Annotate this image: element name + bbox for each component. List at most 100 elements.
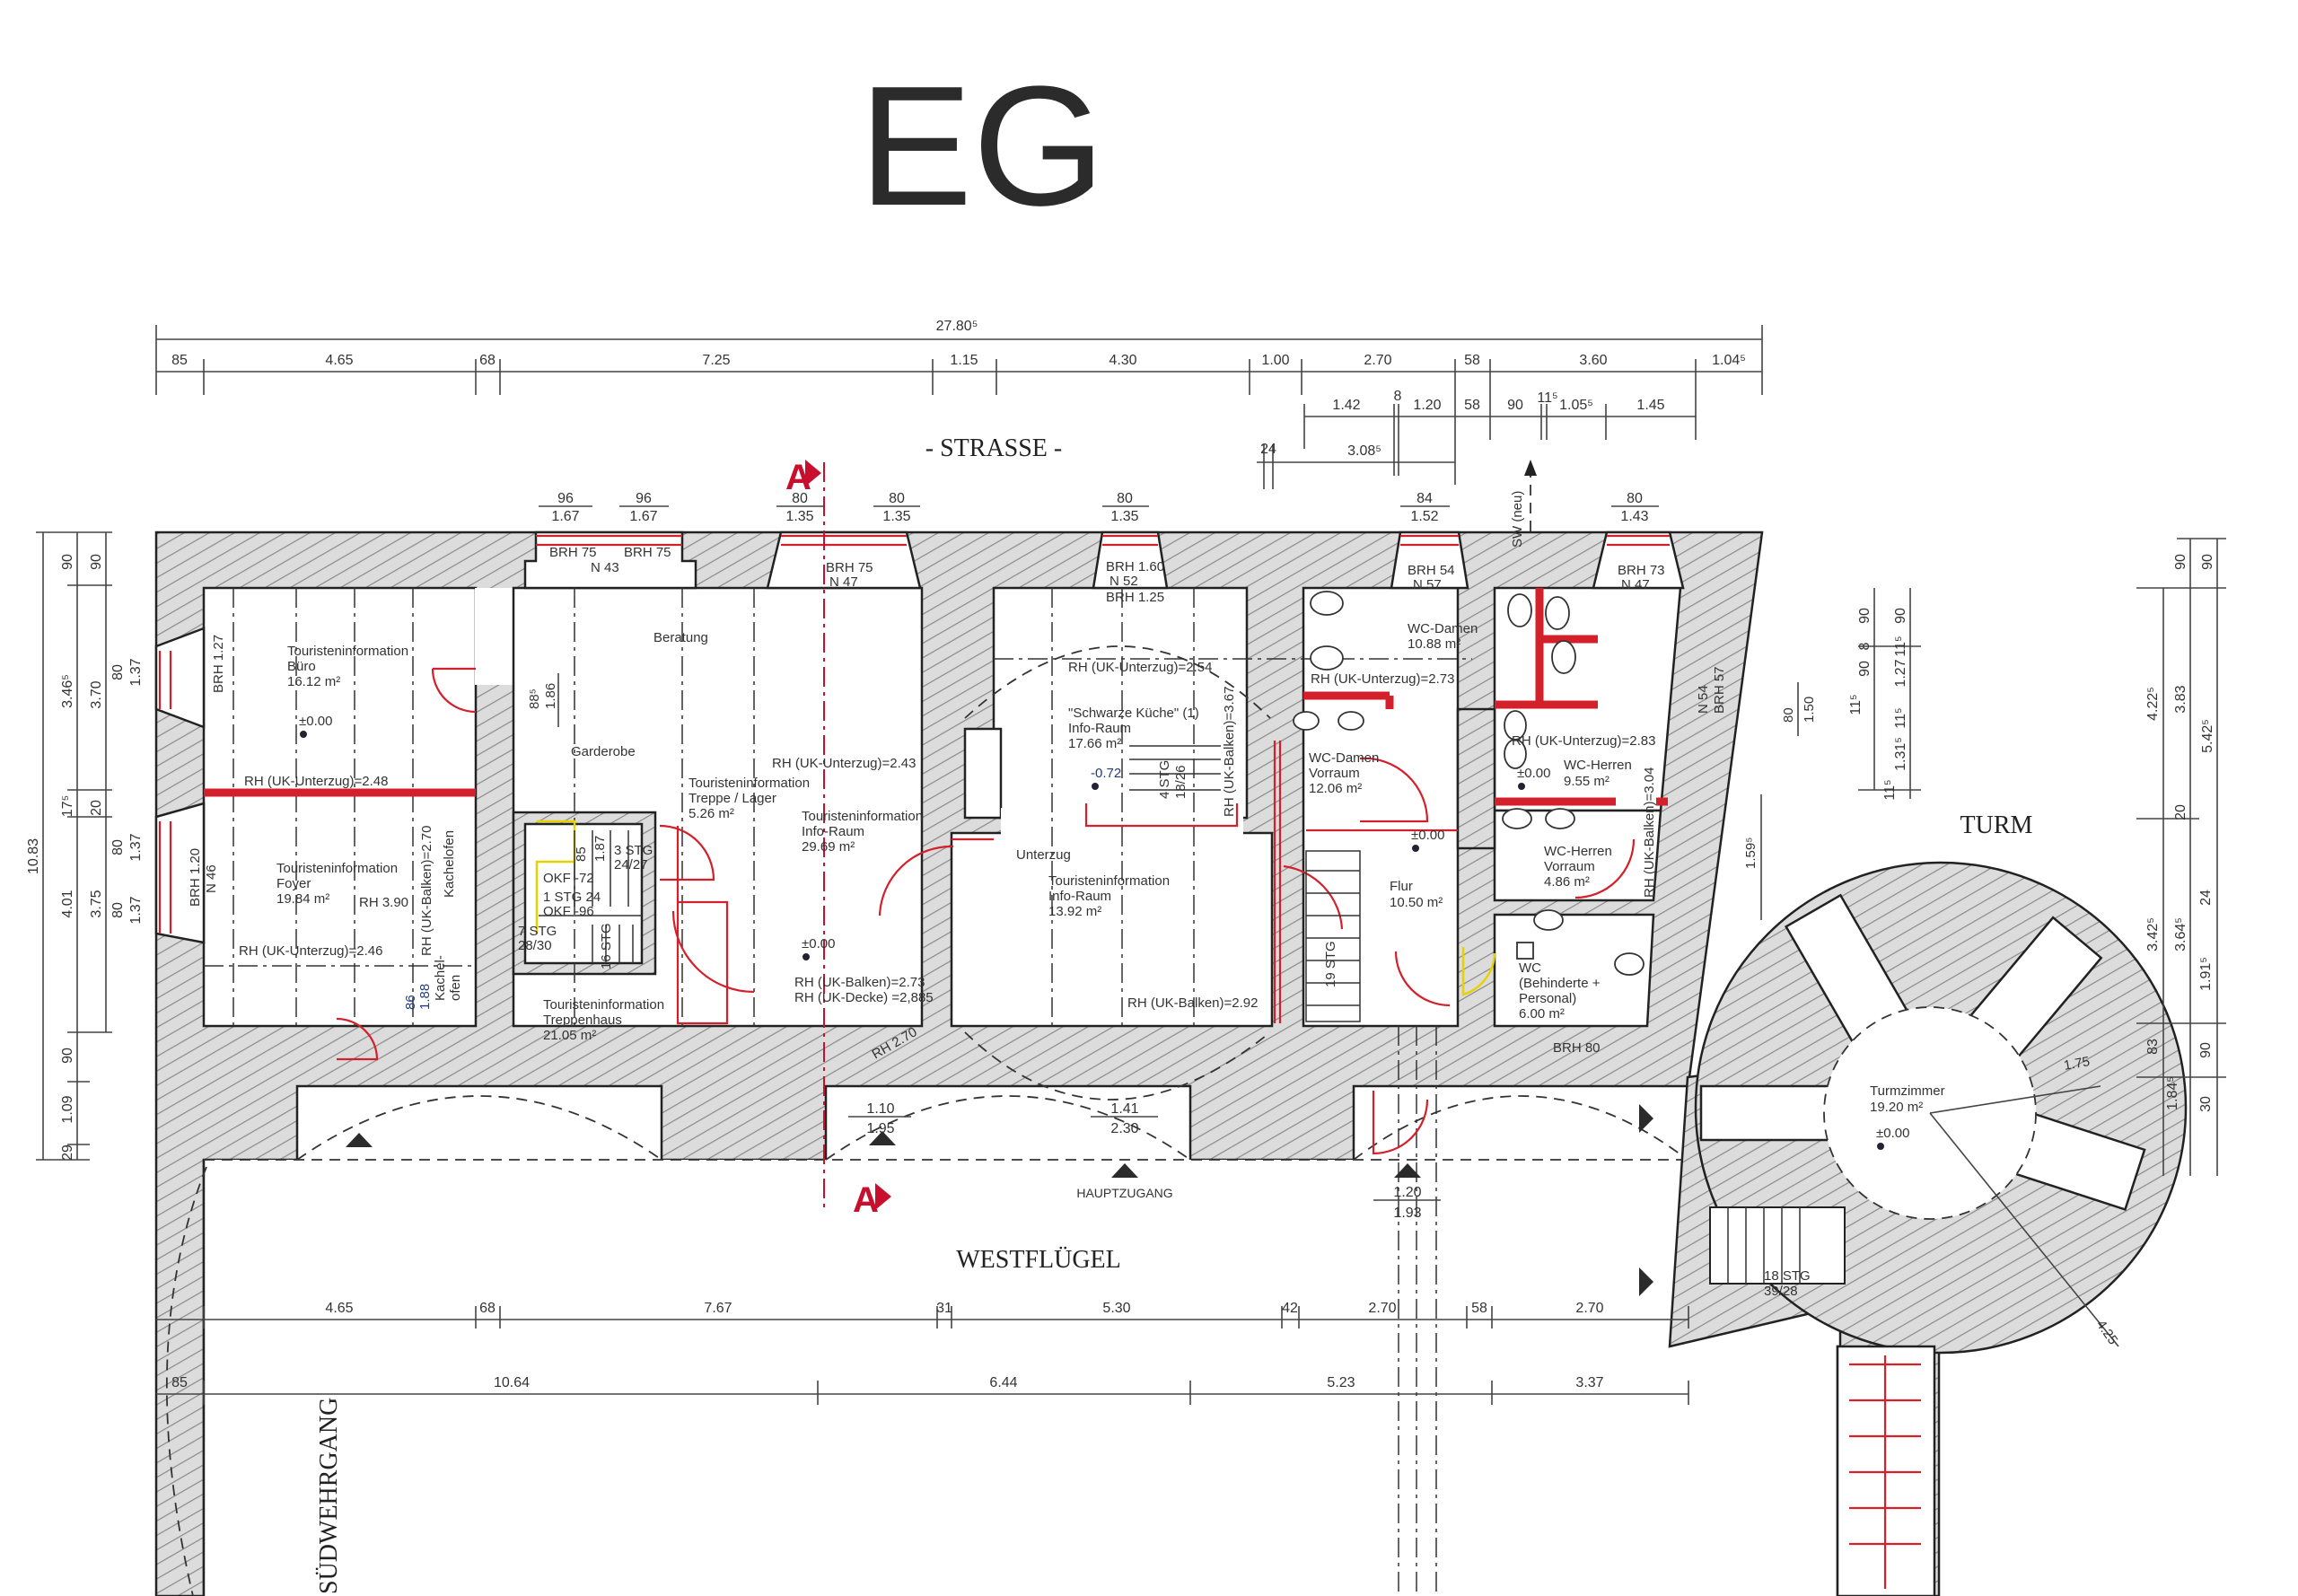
label-inner_dims-0: 88⁵ xyxy=(527,688,542,709)
label-dims_left-overall: 10.83 xyxy=(26,838,41,874)
label-levels-1: ±0.00 xyxy=(802,936,835,951)
label-windows-2-h: 1.35 xyxy=(785,509,813,524)
label-sills-13: BRH 1.20 xyxy=(188,848,203,907)
label-dims_right-colA-0: 90 xyxy=(1857,608,1873,624)
label-rooms-buero-lines-2: 16.12 m² xyxy=(287,674,340,689)
label-sills-8: BRH 54 xyxy=(1408,563,1455,578)
label-heights-3: RH (UK-Balken)=2.70 xyxy=(419,826,434,956)
label-rooms-info_raum_2-lines-2: 13.92 m² xyxy=(1048,904,1101,919)
label-inner_dims-10: 1.20 xyxy=(1393,1185,1421,1200)
top-dimensions: 27.80⁵ 85 4.65 68 7.25 1.15 4.30 1.00 2.… xyxy=(155,319,1763,489)
label-dims_left-windows-3: 1.37 xyxy=(128,833,144,861)
label-inner_dims-7: 1.95 xyxy=(866,1121,894,1136)
label-inner_dims-1: 1.86 xyxy=(543,683,558,709)
label-rooms-flur-lines-0: Flur xyxy=(1390,879,1413,894)
label-labels-kachel_ofen_1: Kachel- xyxy=(433,955,448,1001)
label-rooms-wc_herren_vorraum-lines-2: 4.86 m² xyxy=(1544,874,1590,890)
label-windows-3-h: 1.35 xyxy=(882,509,910,524)
label-rooms-buero-lines-1: Büro xyxy=(287,659,316,674)
label-windows-3-w: 80 xyxy=(889,491,905,506)
label-inner_dims-4: 86 xyxy=(403,995,418,1010)
label-stairs-12: 39/28 xyxy=(1764,1284,1798,1299)
label-sills-9: N 57 xyxy=(1413,577,1442,592)
room-buero-foyer xyxy=(202,586,478,1028)
label-rooms-wc_damen-lines-0: WC-Damen xyxy=(1408,621,1478,636)
new-walls-red xyxy=(204,588,1668,1155)
label-unterzug: Unterzug xyxy=(1016,847,1071,863)
label-dims_right-colD-0: 90 xyxy=(2173,554,2188,570)
label-rooms-wc_damen_vorraum-lines-0: WC-Damen xyxy=(1309,750,1379,766)
label-windows-5-w: 84 xyxy=(1417,491,1433,506)
label-dims_top-row2-1: 8 xyxy=(1394,389,1402,404)
label-levels-4: ±0.00 xyxy=(1517,766,1550,781)
floor-title: EG xyxy=(859,51,1106,241)
label-dims_left-windows-1: 1.37 xyxy=(128,658,144,686)
label-dims_top-row1-4: 1.15 xyxy=(950,353,978,368)
label-stairs-0: 3 STG xyxy=(614,843,653,858)
label-dims_left-col1-3: 4.01 xyxy=(60,890,75,917)
label-heights-12: RH (UK-Unterzug)=2.83 xyxy=(1512,733,1655,749)
label-levels-2: -0.72 xyxy=(1091,766,1121,781)
label-rooms-wc_herren_vorraum-lines-0: WC-Herren xyxy=(1544,844,1612,859)
label-rooms-wc_behinderte-lines-1: (Behinderte + xyxy=(1519,976,1601,991)
label-rooms-wc_herren-lines-0: WC-Herren xyxy=(1564,758,1632,773)
label-labels-kachel_ofen_2: ofen xyxy=(448,975,463,1001)
label-stairs-9: 18/26 xyxy=(1173,765,1188,799)
label-dims_top-row2-2: 1.20 xyxy=(1413,398,1441,413)
label-sills-6: N 52 xyxy=(1110,574,1138,589)
label-rooms-buero-lines-0: Touristeninformation xyxy=(287,644,408,659)
label-windows-6-w: 80 xyxy=(1627,491,1643,506)
label-dims_bottom-row2-0: 85 xyxy=(171,1375,188,1390)
left-dimensions: 10.83 90 3.46⁵ 17⁵ 4.01 90 1.09 29 90 3.… xyxy=(26,531,144,1161)
label-dims_bottom-row1-6: 2.70 xyxy=(1368,1301,1396,1316)
turm-label: TURM xyxy=(1960,811,2033,839)
label-stairs-1: 24/27 xyxy=(614,857,648,873)
label-dims_left-windows-5: 1.37 xyxy=(128,896,144,924)
entrance-markers xyxy=(346,1104,1653,1296)
label-dims_left-col2-0: 90 xyxy=(89,554,104,570)
label-rooms-turmzimmer-lines-0: Turmzimmer xyxy=(1870,1083,1945,1099)
label-rooms-foyer-lines-0: Touristeninformation xyxy=(276,861,398,876)
label-dims_bottom-row2-4: 3.37 xyxy=(1575,1375,1603,1390)
label-dims_top-row1-2: 68 xyxy=(479,353,496,368)
label-dims_bottom-row1-1: 68 xyxy=(479,1301,496,1316)
label-dims_bottom-row1-5: 42 xyxy=(1282,1301,1298,1316)
label-inner_dims-3: 85 xyxy=(574,846,589,862)
label-dims_top-row1-6: 1.00 xyxy=(1261,353,1289,368)
label-dims_right-colC-1: 3.42⁵ xyxy=(2145,917,2161,951)
label-rooms-wc_behinderte-lines-3: 6.00 m² xyxy=(1519,1006,1565,1022)
label-windows-5-h: 1.52 xyxy=(1410,509,1438,524)
label-sills-3: BRH 75 xyxy=(826,560,873,575)
label-dims_top-row2-0: 1.42 xyxy=(1332,398,1360,413)
label-rooms-wc_behinderte-lines-0: WC xyxy=(1519,960,1541,976)
label-rooms-info_raum_2-lines-0: Touristeninformation xyxy=(1048,873,1170,889)
room-wc-behinderte xyxy=(1493,913,1655,1028)
label-heights-4: RH (UK-Unterzug)=2.43 xyxy=(772,756,916,771)
label-rooms-schwarze_kueche-lines-0: "Schwarze Küche" (1) xyxy=(1068,706,1199,721)
label-dims_right-colE-0: 90 xyxy=(2200,554,2215,570)
label-sills-16: BRH 57 xyxy=(1712,666,1727,714)
label-dims_right-colC-3: 1.84⁵ xyxy=(2165,1076,2180,1110)
label-kachelofen: Kachelofen xyxy=(442,830,457,898)
label-dims_right-colA-3: 11⁵ xyxy=(1848,694,1864,715)
label-dims_bottom-row1-3: 31 xyxy=(936,1301,952,1316)
street-label: - STRASSE - xyxy=(925,434,1062,462)
label-dims_left-col1-1: 3.46⁵ xyxy=(60,674,75,708)
right-dimensions: 90 8 90 11⁵ 90 11⁵ 1.27 11⁵ 1.31⁵ 11⁵ 4.… xyxy=(1848,538,2226,1176)
label-dims_top-row1-0: 85 xyxy=(171,353,188,368)
label-stairs-8: 4 STG xyxy=(1157,760,1172,799)
label-dims_top-row2-5: 11⁵ xyxy=(1537,390,1557,406)
label-inner_dims-8: 1.41 xyxy=(1110,1101,1138,1117)
label-dims_left-windows-4: 80 xyxy=(110,902,126,918)
label-dims_left-col1-0: 90 xyxy=(60,554,75,570)
label-dims_left-col1-5: 1.09 xyxy=(60,1095,75,1123)
label-dims_right-colB-0: 90 xyxy=(1893,608,1908,624)
label-heights-1: RH (UK-Unterzug)=2.46 xyxy=(239,943,382,959)
room-schwarze-kueche xyxy=(992,586,1249,820)
